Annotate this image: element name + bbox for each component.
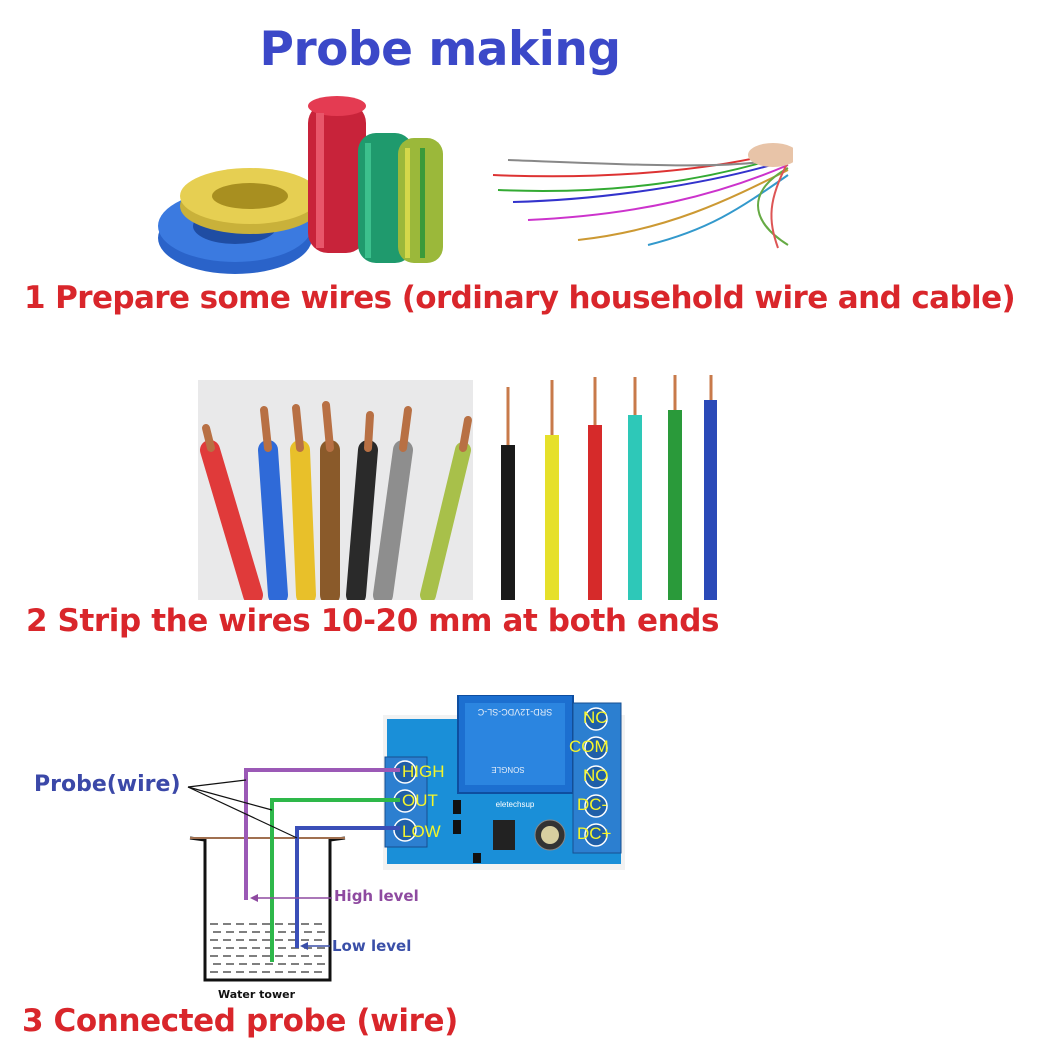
low-probe-wire <box>295 826 400 948</box>
board-brand-text: eletechsup <box>496 800 535 809</box>
thin-wires-photo <box>492 143 793 249</box>
relay-board: SRD-12VDC-SL-C SONGLE eletechsup <box>383 695 625 870</box>
water-tower-label: Water tower <box>218 988 295 1001</box>
terminal-no: NO <box>583 766 609 785</box>
out-probe-wire <box>270 798 400 962</box>
step-1-text: 1 Prepare some wires (ordinary household… <box>24 280 1016 316</box>
terminal-com: COM <box>569 737 609 756</box>
probe-wire-label: Probe(wire) <box>34 772 181 797</box>
terminal-low: LOW <box>402 822 441 841</box>
stripped-wires-photo <box>198 380 473 600</box>
probe-diagram <box>187 768 400 982</box>
solid-wires-photo <box>490 372 720 600</box>
terminal-dc-plus: DC+ <box>577 824 612 843</box>
terminal-high: HIGH <box>402 762 445 781</box>
relay-brand-text: SONGLE <box>491 765 524 774</box>
step-3-text: 3 Connected probe (wire) <box>22 1003 458 1039</box>
high-probe-wire <box>244 768 400 900</box>
high-level-label: High level <box>334 887 419 905</box>
terminal-out: OUT <box>402 791 438 810</box>
water <box>210 923 326 973</box>
step-2-text: 2 Strip the wires 10-20 mm at both ends <box>26 603 720 639</box>
low-level-label: Low level <box>332 937 412 955</box>
wire-coils-photo <box>158 96 443 274</box>
terminal-dc-minus: DC- <box>577 795 608 814</box>
relay-model-text: SRD-12VDC-SL-C <box>477 707 552 717</box>
terminal-nc: NC <box>583 708 608 727</box>
page-title: Probe making <box>259 22 621 77</box>
